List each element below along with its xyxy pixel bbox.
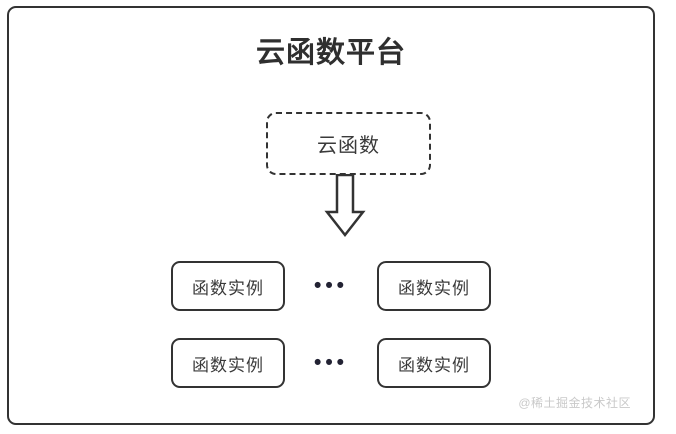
- instance-row: 函数实例 ••• 函数实例: [9, 338, 653, 388]
- down-block-arrow-icon: [322, 173, 368, 238]
- function-instance-box: 函数实例: [171, 338, 285, 388]
- function-instance-label: 函数实例: [192, 278, 264, 298]
- function-instance-box: 函数实例: [171, 261, 285, 311]
- function-instance-box: 函数实例: [377, 261, 491, 311]
- platform-container: 云函数平台 云函数 函数实例 ••• 函数实例 函数实例 ••• 函数实例: [7, 6, 655, 425]
- function-instance-label: 函数实例: [398, 278, 470, 298]
- page-title: 云函数平台: [255, 37, 406, 69]
- function-instance-label: 函数实例: [398, 355, 470, 375]
- cloud-function-label: 云函数: [317, 135, 380, 157]
- ellipsis-separator: •••: [313, 351, 349, 374]
- cloud-function-node: 云函数: [266, 112, 431, 175]
- ellipsis-separator: •••: [313, 274, 349, 297]
- function-instance-box: 函数实例: [377, 338, 491, 388]
- function-instance-label: 函数实例: [192, 355, 264, 375]
- instance-row: 函数实例 ••• 函数实例: [9, 261, 653, 311]
- watermark-text: @稀土掘金技术社区: [518, 396, 631, 410]
